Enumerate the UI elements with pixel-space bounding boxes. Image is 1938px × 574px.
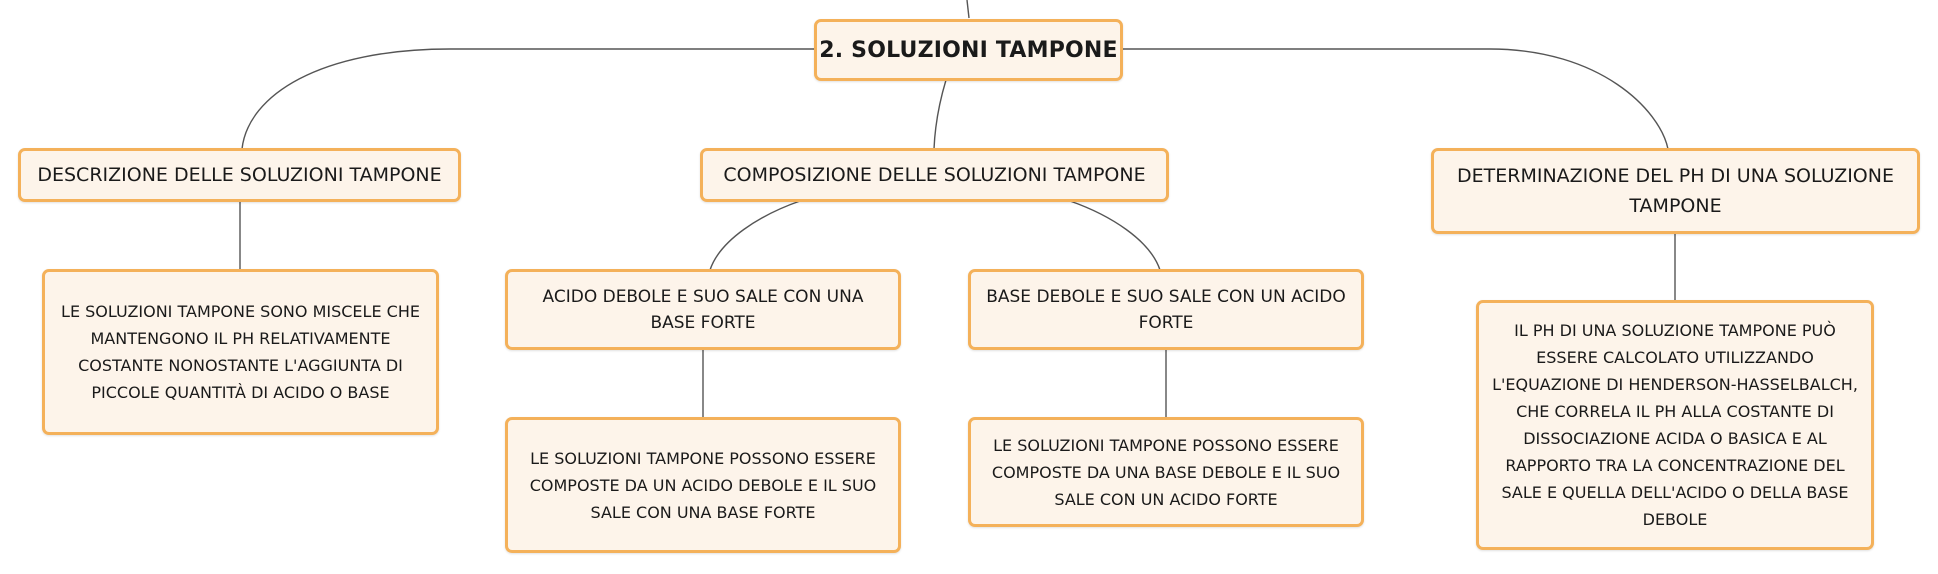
connector-root-parent bbox=[966, 0, 970, 19]
detail-descrizione-node[interactable]: LE SOLUZIONI TAMPONE SONO MISCELE CHE MA… bbox=[42, 269, 439, 435]
subtopic-base-debole-label: BASE DEBOLE E SUO SALE CON UN ACIDO FORT… bbox=[986, 286, 1346, 333]
detail-determinazione-text: IL PH DI UNA SOLUZIONE TAMPONE PUÒ ESSER… bbox=[1492, 321, 1858, 529]
subtopic-base-debole-node[interactable]: BASE DEBOLE E SUO SALE CON UN ACIDO FORT… bbox=[968, 269, 1364, 350]
detail-acido-debole-text: LE SOLUZIONI TAMPONE POSSONO ESSERE COMP… bbox=[529, 448, 877, 522]
root-topic-label: 2. SOLUZIONI TAMPONE bbox=[819, 37, 1118, 63]
subtopic-acido-debole-node[interactable]: ACIDO DEBOLE E SUO SALE CON UNA BASE FOR… bbox=[505, 269, 901, 350]
connector-root-descrizione bbox=[241, 48, 816, 150]
connector-composizione-acido bbox=[709, 200, 801, 271]
topic-descrizione-label: DESCRIZIONE DELLE SOLUZIONI TAMPONE bbox=[37, 164, 442, 186]
connector-root-composizione bbox=[933, 79, 947, 150]
topic-determinazione-label: DETERMINAZIONE DEL PH DI UNA SOLUZIONE T… bbox=[1457, 165, 1894, 217]
detail-base-debole-node[interactable]: LE SOLUZIONI TAMPONE POSSONO ESSERE COMP… bbox=[968, 417, 1364, 527]
topic-determinazione-node[interactable]: DETERMINAZIONE DEL PH DI UNA SOLUZIONE T… bbox=[1431, 148, 1920, 234]
connector-root-determinazione bbox=[1120, 48, 1669, 150]
topic-composizione-label: COMPOSIZIONE DELLE SOLUZIONI TAMPONE bbox=[723, 164, 1146, 186]
connector-composizione-base bbox=[1069, 200, 1161, 271]
detail-descrizione-text: LE SOLUZIONI TAMPONE SONO MISCELE CHE MA… bbox=[61, 302, 420, 402]
subtopic-acido-debole-label: ACIDO DEBOLE E SUO SALE CON UNA BASE FOR… bbox=[542, 286, 864, 333]
topic-descrizione-node[interactable]: DESCRIZIONE DELLE SOLUZIONI TAMPONE bbox=[18, 148, 461, 202]
detail-base-debole-text: LE SOLUZIONI TAMPONE POSSONO ESSERE COMP… bbox=[991, 435, 1341, 509]
detail-determinazione-node[interactable]: IL PH DI UNA SOLUZIONE TAMPONE PUÒ ESSER… bbox=[1476, 300, 1874, 550]
detail-acido-debole-node[interactable]: LE SOLUZIONI TAMPONE POSSONO ESSERE COMP… bbox=[505, 417, 901, 553]
root-topic-node[interactable]: 2. SOLUZIONI TAMPONE bbox=[814, 19, 1123, 81]
topic-composizione-node[interactable]: COMPOSIZIONE DELLE SOLUZIONI TAMPONE bbox=[700, 148, 1169, 202]
